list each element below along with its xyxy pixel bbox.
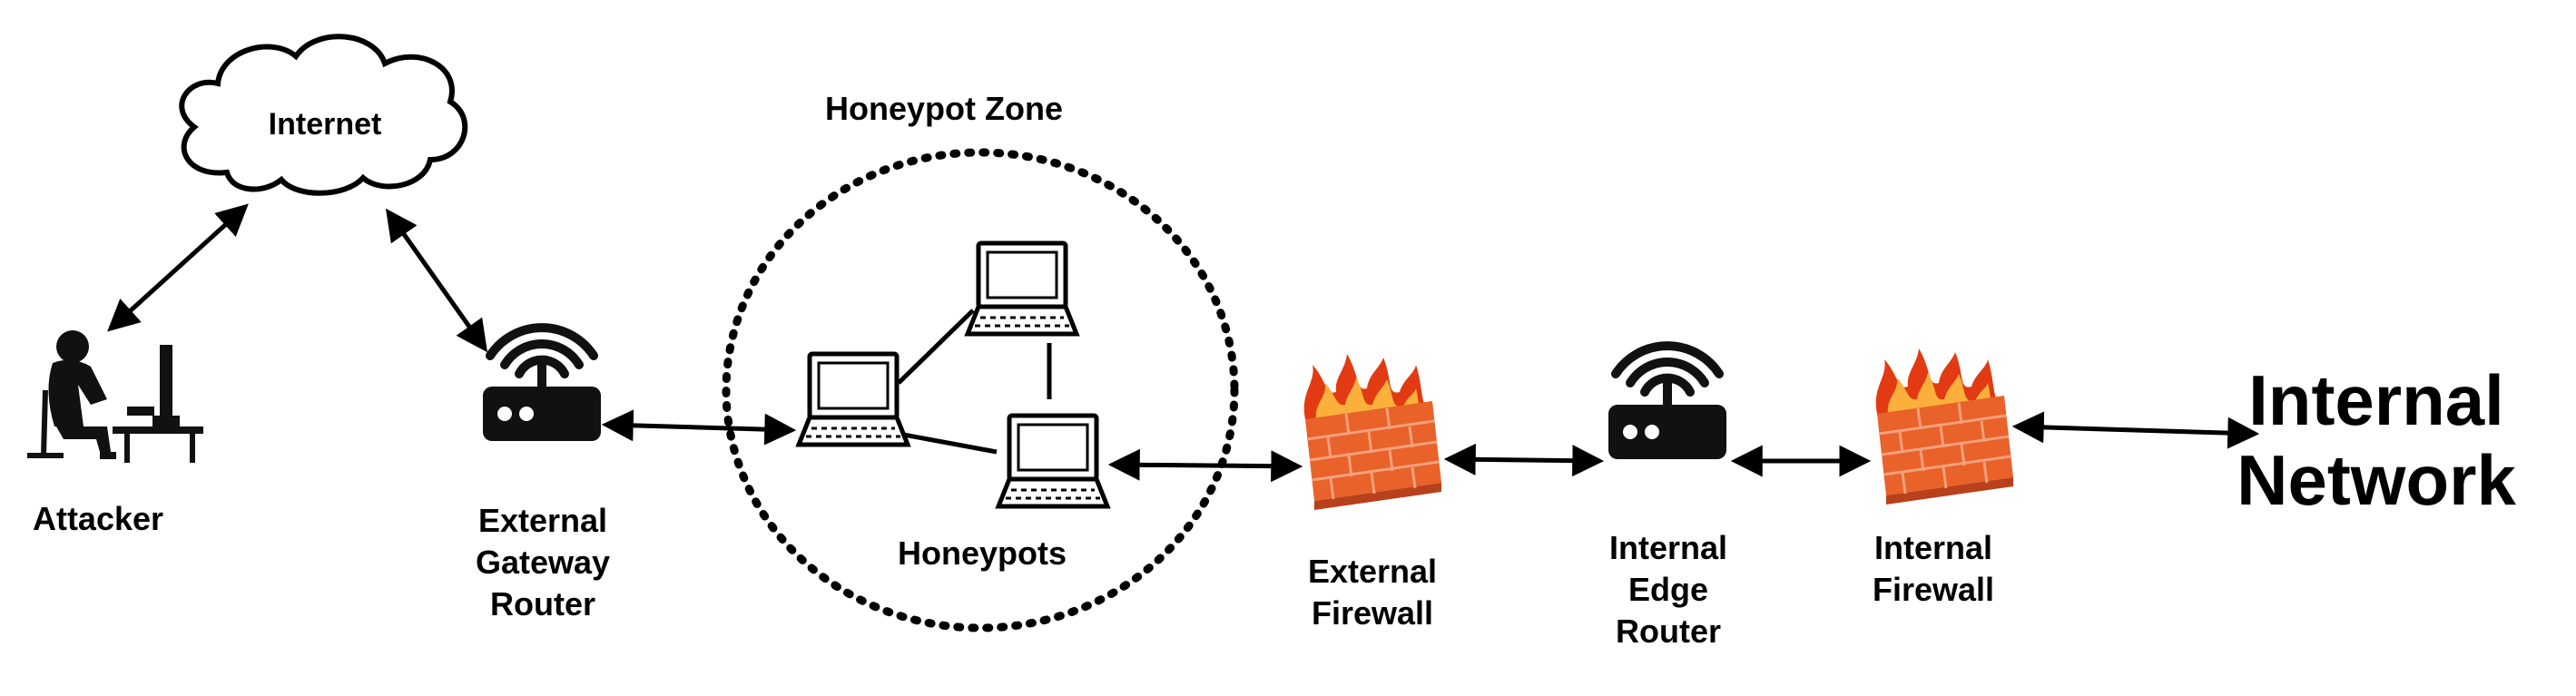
honeypot-zone-boundary	[722, 148, 1239, 632]
ext-firewall-label-1: External	[1308, 553, 1437, 590]
arrow-firewall-router	[1443, 443, 1605, 477]
firewall-icon	[1874, 347, 2015, 506]
network-label-2: Network	[2237, 440, 2516, 520]
arrow-internet-router	[385, 208, 488, 353]
int-firewall-label-2: Firewall	[1873, 571, 1994, 608]
firewall-icon	[1303, 352, 1443, 512]
router-icon	[1608, 346, 1726, 459]
cloud-icon	[179, 34, 468, 196]
int-firewall-label-1: Internal	[1874, 529, 1992, 566]
honeypots-label: Honeypots	[898, 534, 1067, 572]
ext-firewall-label-2: Firewall	[1312, 594, 1433, 632]
laptop-icon	[968, 243, 1077, 334]
arrow-router-honeypots	[601, 409, 797, 446]
honeypot-link-2	[898, 431, 998, 455]
int-router-label-3: Router	[1616, 613, 1721, 650]
ext-router-label-2: Gateway	[476, 544, 610, 581]
ext-router-label-3: Router	[490, 585, 595, 622]
arrow-honeypots-firewall	[1107, 448, 1303, 483]
network-label-1: Internal	[2248, 360, 2504, 440]
int-router-label-2: Edge	[1628, 571, 1708, 608]
zone-label: Honeypot Zone	[825, 90, 1063, 127]
laptop-icon	[998, 416, 1107, 506]
attacker-label: Attacker	[33, 500, 163, 537]
laptop-icon	[799, 354, 908, 445]
arrow-firewall-network	[2011, 411, 2260, 449]
honeypot-link-1	[897, 309, 975, 385]
router-icon	[483, 328, 601, 441]
ext-router-label-1: External	[478, 502, 607, 539]
attacker-icon	[27, 330, 203, 463]
arrow-attacker-internet	[107, 203, 249, 332]
int-router-label-1: Internal	[1609, 529, 1727, 566]
cloud-label: Internet	[269, 107, 382, 142]
